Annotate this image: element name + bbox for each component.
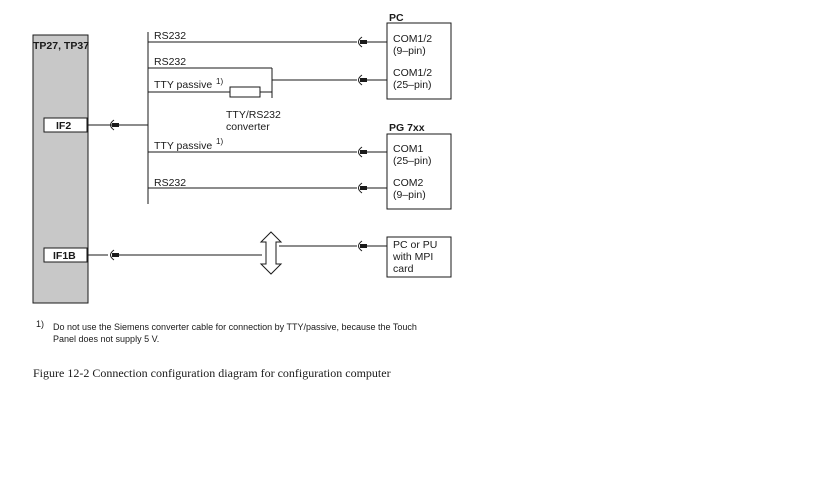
figure-caption: Figure 12-2 Connection configuration dia…: [33, 366, 391, 380]
pg-port1-line2: (25–pin): [393, 155, 432, 167]
pg-port2-line1: COM2: [393, 177, 423, 189]
pg-box: [386, 133, 452, 210]
line-tty-pg-com1: [148, 146, 387, 158]
line-rs232-pc-9pin: [148, 36, 387, 48]
pg-title: PG 7xx: [389, 122, 425, 134]
label-rs232-b: RS232: [154, 56, 186, 68]
line-converter-pc-25pin: [272, 74, 387, 86]
pg-port1-line1: COM1: [393, 143, 423, 155]
line-rs232-converter: [148, 67, 273, 98]
pu-line2: with MPI: [392, 251, 433, 263]
device-panel: [32, 34, 89, 304]
converter-box: [229, 86, 261, 98]
if1b-label: IF1B: [53, 250, 76, 262]
pu-line3: card: [393, 263, 414, 275]
if2-label: IF2: [56, 120, 71, 132]
label-tty-b: TTY passive: [154, 140, 212, 152]
footnote-line1: Do not use the Siemens converter cable f…: [53, 322, 417, 332]
pc-port2-line2: (25–pin): [393, 79, 432, 91]
label-tty-a: TTY passive: [154, 79, 212, 91]
label-tty-a-footnote: 1): [216, 77, 223, 86]
if2-connector: [87, 119, 148, 131]
pc-port1-line1: COM1/2: [393, 33, 432, 45]
line-rs232-pg-com2: [148, 182, 387, 194]
label-rs232-a: RS232: [154, 30, 186, 42]
converter-label-1: TTY/RS232: [226, 109, 281, 121]
pc-port2-line1: COM1/2: [393, 67, 432, 79]
converter-label-2: converter: [226, 121, 270, 133]
label-tty-b-footnote: 1): [216, 137, 223, 146]
line-tty-converter: [148, 86, 272, 98]
pc-box: [386, 22, 452, 100]
line-mpi: [87, 240, 387, 261]
device-title: TP27, TP37: [33, 40, 89, 52]
label-rs232-c: RS232: [154, 177, 186, 189]
footnote-line2: Panel does not supply 5 V.: [53, 334, 160, 344]
pu-box: [386, 236, 452, 278]
pc-title: PC: [389, 12, 404, 24]
pu-line1: PC or PU: [393, 239, 437, 251]
pg-port2-line2: (9–pin): [393, 189, 426, 201]
pc-port1-line2: (9–pin): [393, 45, 426, 57]
footnote-mark: 1): [36, 319, 45, 329]
mpi-bus-arrow: [259, 231, 283, 275]
